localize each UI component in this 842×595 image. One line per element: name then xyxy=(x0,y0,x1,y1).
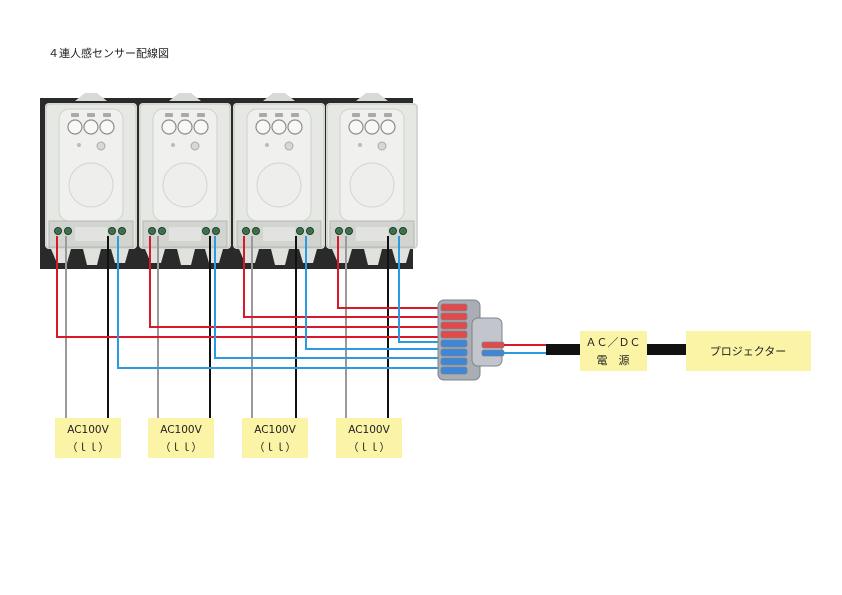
projector-label: プロジェクター xyxy=(710,345,787,358)
power-supply-label-2: 電 源 xyxy=(597,353,630,367)
motion-sensor-4 xyxy=(325,92,419,266)
signal-wires-red xyxy=(56,236,440,338)
signal-wires-blue xyxy=(117,236,440,369)
ac-box-2-label-2: （ｌｌ） xyxy=(160,442,202,454)
ac-box-2-label-1: AC100V xyxy=(160,424,202,436)
projector-box xyxy=(686,331,811,371)
motion-sensor-2 xyxy=(138,92,232,266)
ac-box-4 xyxy=(336,418,402,458)
ac-box-4-label-1: AC100V xyxy=(348,424,390,436)
ac-box-1-label-2: （ｌｌ） xyxy=(67,442,109,454)
motion-sensor-1 xyxy=(44,92,138,266)
power-supply-box xyxy=(580,331,647,371)
ac-box-4-label-2: （ｌｌ） xyxy=(348,442,390,454)
ac-box-3-label-2: （ｌｌ） xyxy=(254,442,296,454)
power-supply-label-1: ＡＣ／ＤＣ xyxy=(586,336,641,349)
lever-connector xyxy=(437,299,505,381)
ac-box-2 xyxy=(148,418,214,458)
ac-box-3 xyxy=(242,418,308,458)
motion-sensor-3 xyxy=(232,92,326,266)
power-cable-in xyxy=(546,344,580,355)
diagram-title: ４連人感センサー配線図 xyxy=(48,47,169,60)
ac-box-1 xyxy=(55,418,121,458)
ac-box-3-label-1: AC100V xyxy=(254,424,296,436)
ac-box-1-label-1: AC100V xyxy=(67,424,109,436)
power-cable-out xyxy=(647,344,687,355)
